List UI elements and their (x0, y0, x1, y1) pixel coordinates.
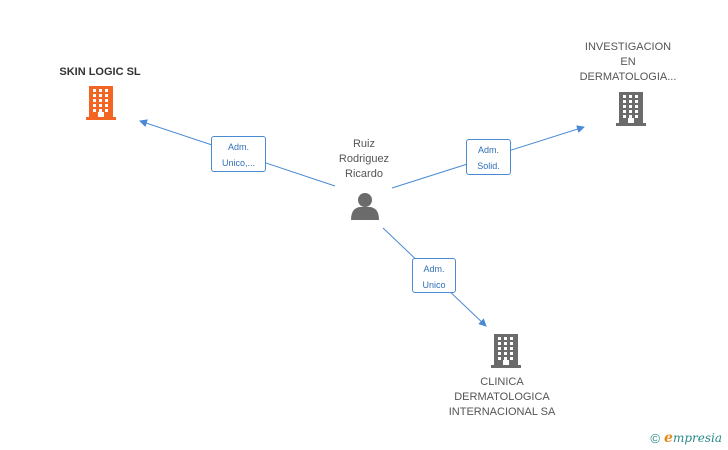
person-icon[interactable] (351, 193, 379, 220)
company-name-investigacion[interactable]: INVESTIGACION EN DERMATOLOGIA... (579, 41, 677, 83)
relation-label-investigacion[interactable]: Adm. Solid. (466, 139, 511, 175)
company-name-skin-logic[interactable]: SKIN LOGIC SL (59, 66, 141, 78)
person-name[interactable]: Ruiz Rodriguez Ricardo (338, 138, 390, 180)
building-icon-investigacion[interactable] (616, 92, 646, 126)
building-icon-skin-logic[interactable] (86, 86, 116, 120)
company-name-clinica[interactable]: CLINICA DERMATOLOGICA INTERNACIONAL SA (448, 376, 556, 418)
copyright-symbol: © (650, 430, 661, 446)
building-icon-clinica[interactable] (491, 334, 521, 368)
footer-brand: © empresia (650, 430, 722, 446)
relation-label-skin-logic[interactable]: Adm. Unico,... (211, 136, 266, 172)
empresia-logo[interactable]: empresia (664, 430, 722, 446)
relation-label-clinica[interactable]: Adm. Unico (412, 258, 456, 293)
